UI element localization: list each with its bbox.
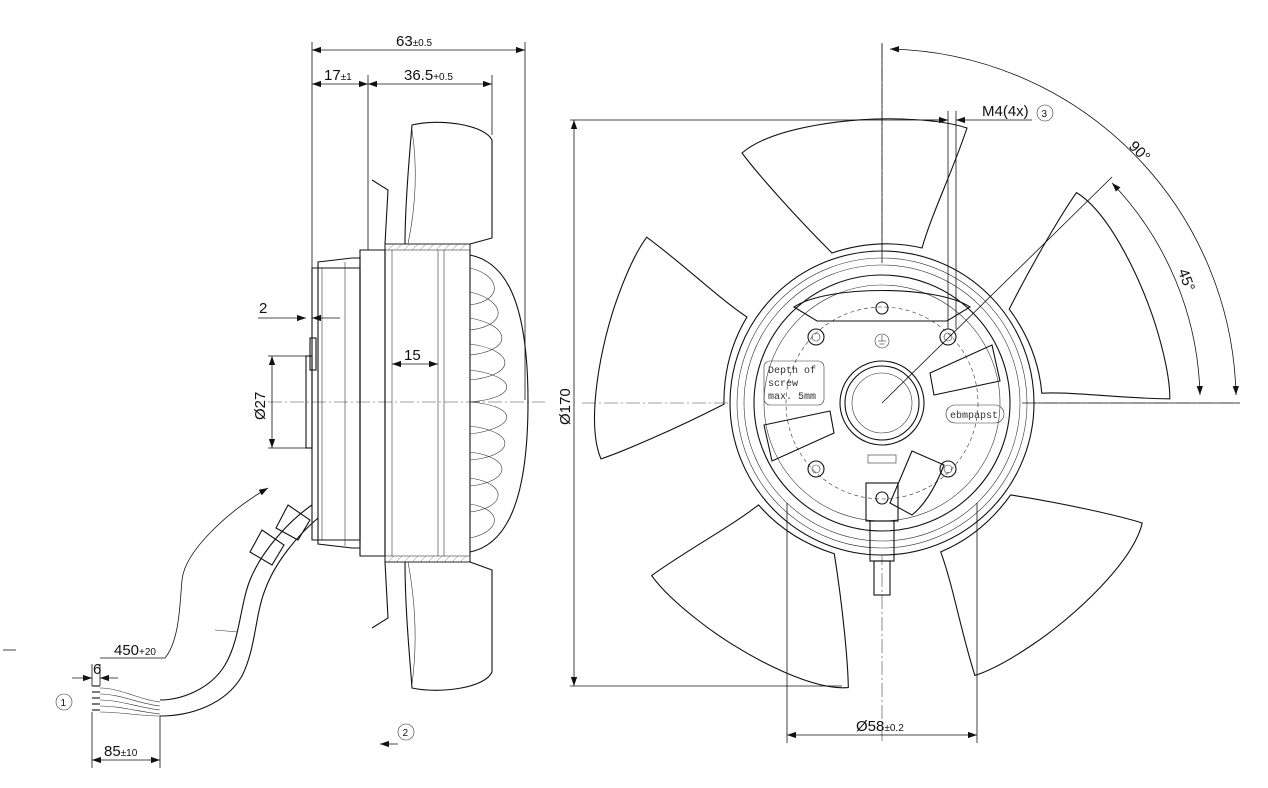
side-view: 63±0.5 17±1 36.5+0.5 2 15 Ø27 450+20 6 8… xyxy=(3,33,545,768)
cable-length-label: 450+20 xyxy=(114,642,156,659)
angle-45-label: 45° xyxy=(1174,267,1198,294)
hub-diameter-label: Ø27 xyxy=(252,392,269,420)
screw-label: M4(4x) xyxy=(982,103,1029,120)
callout-2: 2 xyxy=(397,723,415,741)
svg-text:ebmpapst: ebmpapst xyxy=(950,410,998,422)
svg-text:1: 1 xyxy=(61,698,67,709)
wire-length-label: 85±10 xyxy=(104,743,138,760)
front-view: Depth of screw max. 5mm ebmpapst Ø xyxy=(557,43,1242,743)
screw-depth-note: Depth of screw max. 5mm xyxy=(763,360,825,406)
overall-depth-label: 63±0.5 xyxy=(396,33,433,50)
callout-1: 1 xyxy=(55,693,73,711)
callout-3: 3 xyxy=(1036,104,1054,122)
svg-text:screw: screw xyxy=(768,379,798,390)
ring-width-label: 15 xyxy=(404,347,421,364)
front-offset-label: 17±1 xyxy=(324,67,352,84)
svg-text:max. 5mm: max. 5mm xyxy=(768,392,816,403)
svg-text:3: 3 xyxy=(1042,109,1048,120)
svg-text:2: 2 xyxy=(403,728,409,739)
blade-depth-label: 36.5+0.5 xyxy=(404,67,453,84)
strip-length-label: 6 xyxy=(93,661,101,678)
fan-diameter-label: Ø170 xyxy=(557,388,574,425)
brand-logo: ebmpapst xyxy=(945,404,1005,424)
angle-90-label: 90° xyxy=(1125,138,1153,166)
svg-text:Depth of: Depth of xyxy=(768,365,816,377)
bolt-circle-label: Ø58±0.2 xyxy=(856,718,904,735)
step-label: 2 xyxy=(259,300,267,317)
